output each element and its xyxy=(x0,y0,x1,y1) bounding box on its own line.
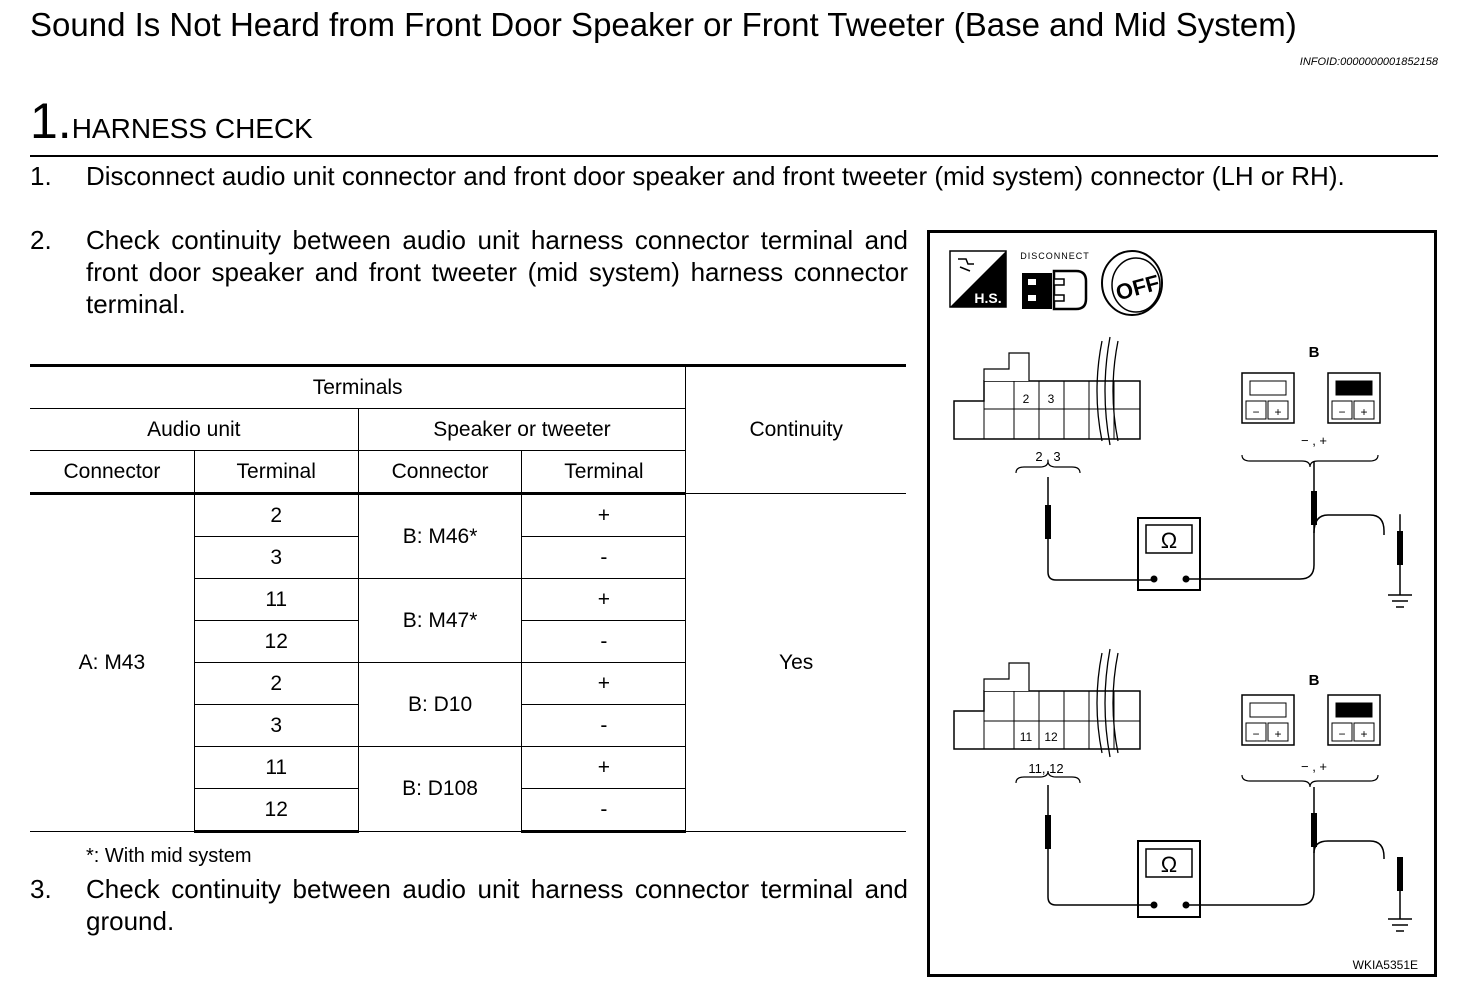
header-connector: Connector xyxy=(357,450,523,495)
svg-text:+: + xyxy=(1274,405,1281,419)
table-row: 12 - xyxy=(30,788,906,833)
header-speaker: Speaker or tweeter xyxy=(357,408,687,451)
svg-text:+: + xyxy=(1360,727,1367,741)
speaker-connector-cell: B: M46* xyxy=(357,493,523,579)
pin-label: 3 xyxy=(1048,392,1055,406)
audio-terminal-cell: 3 xyxy=(193,704,359,747)
step-text: Check continuity between audio unit harn… xyxy=(86,225,908,319)
disconnect-icon: DISCONNECT xyxy=(1020,251,1090,311)
connector-b-bottom: B − + − + xyxy=(1241,672,1381,746)
wiring-figure: H.S. DISCONNECT OFF A 2 3 2 , 3 B xyxy=(927,230,1437,977)
connector-b-label: B xyxy=(1309,344,1320,361)
section-rule xyxy=(30,155,1438,157)
svg-text:−: − xyxy=(1338,727,1345,741)
speaker-connector-cell: B: M47* xyxy=(357,578,523,663)
probe-a-label: 11, 12 xyxy=(1028,761,1063,776)
svg-text:+: + xyxy=(1274,727,1281,741)
section-label: HARNESS CHECK xyxy=(71,113,313,144)
ignition-off-icon: OFF xyxy=(1101,250,1163,316)
table-footnote: *: With mid system xyxy=(86,845,252,867)
speaker-terminal-cell: + xyxy=(521,746,687,789)
header-continuity: Continuity xyxy=(685,364,906,494)
speaker-terminal-cell: + xyxy=(521,662,687,705)
section-number: 1. xyxy=(30,93,72,149)
audio-terminal-cell: 11 xyxy=(193,578,359,621)
wiring-diagram: H.S. DISCONNECT OFF A 2 3 2 , 3 B xyxy=(949,250,1418,972)
probe-b-label: − , + xyxy=(1301,759,1327,774)
table-row: 11 B: M47* + xyxy=(30,578,906,663)
table-row: 11 B: D108 + xyxy=(30,746,906,832)
hs-label: H.S. xyxy=(974,290,1001,306)
step-text: Disconnect audio unit connector and fron… xyxy=(86,161,1345,191)
header-terminal: Terminal xyxy=(193,450,359,495)
continuity-cell: Yes xyxy=(685,493,906,832)
step-number: 2. xyxy=(30,225,52,255)
probe-b-label: − , + xyxy=(1301,433,1327,448)
header-connector: Connector xyxy=(30,450,195,495)
page-title: Sound Is Not Heard from Front Door Speak… xyxy=(30,6,1297,43)
connector-b-top: B − + − + xyxy=(1241,344,1381,424)
svg-text:−: − xyxy=(1338,405,1345,419)
speaker-terminal-cell: - xyxy=(521,788,687,833)
pin-label: 2 xyxy=(1023,392,1030,406)
svg-text:+: + xyxy=(1360,405,1367,419)
step-number: 1. xyxy=(30,161,52,191)
probe-a-label: 2 , 3 xyxy=(1035,449,1060,464)
speaker-terminal-cell: + xyxy=(521,493,687,537)
pin-label: 12 xyxy=(1044,730,1058,744)
pin-label: 11 xyxy=(1020,730,1033,744)
connector-a-bottom: A 11 12 xyxy=(953,648,1141,758)
connector-b-label: B xyxy=(1309,672,1320,689)
info-id: INFOID:0000000001852158 xyxy=(1299,56,1438,68)
step-text: Check continuity between audio unit harn… xyxy=(86,874,908,936)
harness-side-icon: H.S. xyxy=(949,250,1007,308)
table-row: 3 - xyxy=(30,704,906,747)
table-row: 3 - xyxy=(30,536,906,579)
audio-connector-cell: A: M43 xyxy=(30,493,195,832)
table-row: 12 - xyxy=(30,620,906,663)
speaker-terminal-cell: - xyxy=(521,620,687,663)
audio-terminal-cell: 2 xyxy=(193,493,359,537)
header-terminal: Terminal xyxy=(521,450,687,495)
svg-text:−: − xyxy=(1252,727,1259,741)
header-audio-unit: Audio unit xyxy=(30,408,359,451)
speaker-connector-cell: B: D108 xyxy=(357,746,523,832)
speaker-terminal-cell: - xyxy=(521,536,687,579)
audio-terminal-cell: 11 xyxy=(193,746,359,789)
ohmmeter-top: Ω xyxy=(1137,517,1201,591)
step-number: 3. xyxy=(30,874,52,904)
audio-terminal-cell: 2 xyxy=(193,662,359,705)
connector-a-top: A 2 3 xyxy=(953,336,1141,446)
speaker-connector-cell: B: D10 xyxy=(357,662,523,747)
speaker-terminal-cell: - xyxy=(521,704,687,747)
section-heading: 1.HARNESS CHECK xyxy=(30,92,313,150)
ohm-symbol: Ω xyxy=(1161,528,1177,553)
header-terminals: Terminals xyxy=(30,364,687,409)
table-row: A: M43 2 B: M46* + Yes xyxy=(30,493,906,832)
audio-terminal-cell: 3 xyxy=(193,536,359,579)
speaker-terminal-cell: + xyxy=(521,578,687,621)
audio-terminal-cell: 12 xyxy=(193,788,359,833)
disconnect-label: DISCONNECT xyxy=(1020,251,1090,261)
figure-code: WKIA5351E xyxy=(1353,958,1418,972)
terminal-table: Terminals Continuity Audio unit Speaker … xyxy=(30,364,906,833)
svg-text:−: − xyxy=(1252,405,1259,419)
ohm-symbol: Ω xyxy=(1161,852,1177,877)
audio-terminal-cell: 12 xyxy=(193,620,359,663)
table-row: 2 B: D10 + xyxy=(30,662,906,747)
